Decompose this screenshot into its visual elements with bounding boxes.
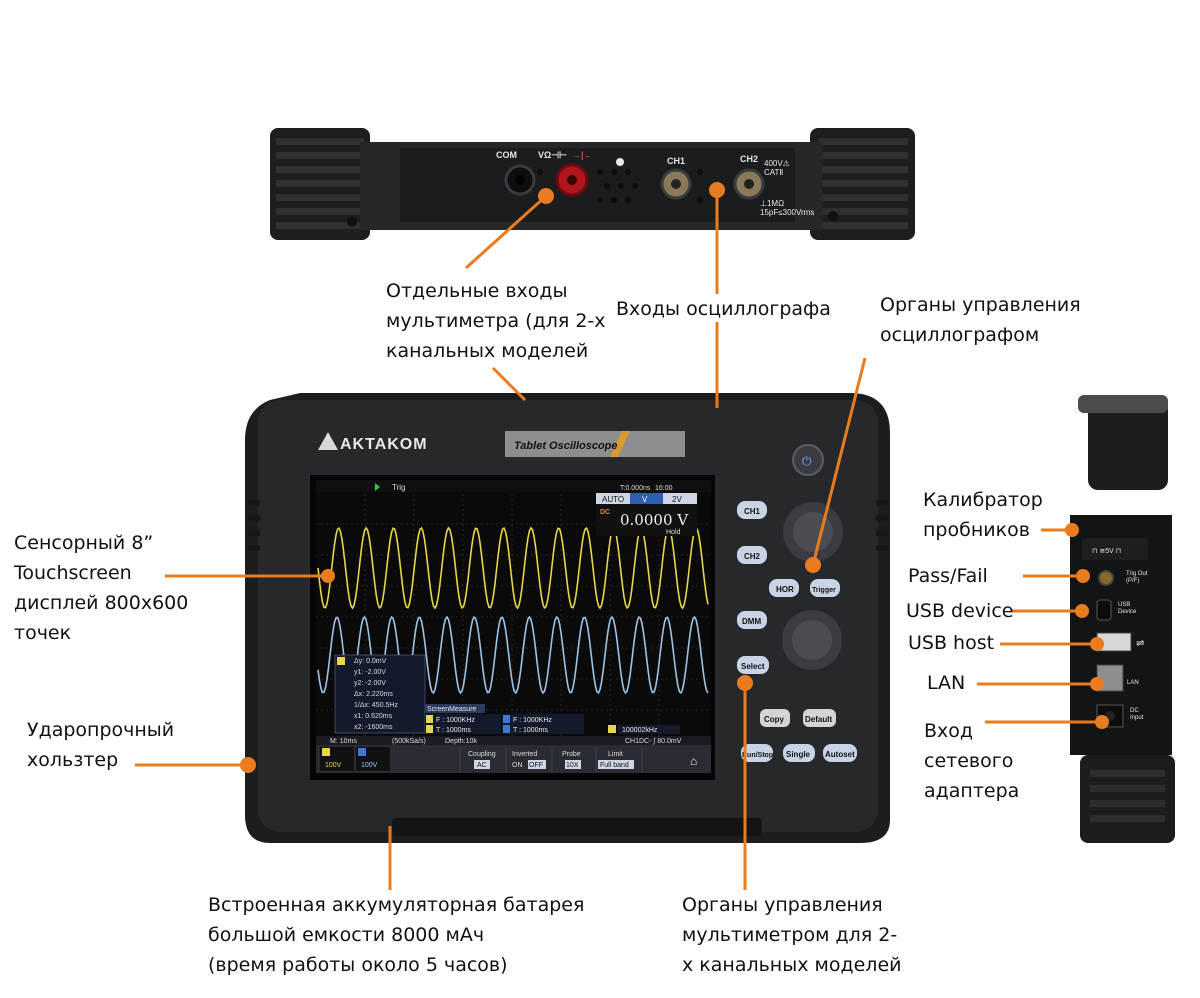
- measure-t1: T : 1000ms: [436, 727, 471, 734]
- menu-ch1-val: 100V: [325, 762, 342, 769]
- top-ch1-label: CH1: [667, 156, 685, 166]
- side-trig-out: Trig Out(P/F): [1126, 571, 1148, 584]
- btn-ch1: CH1: [744, 507, 761, 516]
- cat-rating: 400V⚠CATⅡ: [764, 159, 790, 177]
- status-m: M: 10ms: [330, 738, 357, 745]
- btn-autoset: Autoset: [825, 750, 855, 759]
- oscilloscope-image: AKTAKOM Tablet Oscilloscope Trig T:0.000…: [245, 393, 890, 843]
- label-pass-fail: Pass/Fail: [908, 565, 988, 587]
- measure-f1: F : 1000KHz: [436, 717, 475, 724]
- menu-coupling: Coupling: [468, 751, 496, 758]
- dc-indicator: DC: [600, 509, 610, 516]
- cursor-y1: y1: -2.00V: [354, 669, 386, 676]
- menu-inv-on: ON: [512, 762, 523, 769]
- label-battery: Встроенная аккумуляторная батарея большо…: [208, 894, 585, 976]
- status-depth: Depth:10k: [445, 738, 477, 745]
- label-usb-host: USB host: [908, 632, 995, 654]
- callout-lines: [135, 190, 1097, 890]
- menu-probe: Probe: [562, 751, 581, 758]
- side-lan: LAN: [1127, 680, 1139, 686]
- btn-copy: Copy: [764, 715, 785, 724]
- label-scope-controls: Органы управления осциллографом: [880, 294, 1081, 346]
- btn-single: Single: [786, 750, 811, 759]
- btn-trigger: Trigger: [812, 587, 836, 594]
- ma-label: →|←: [572, 150, 593, 160]
- trig-status: Trig: [392, 483, 405, 492]
- btn-dmm: DMM: [742, 617, 761, 626]
- btn-ch2: CH2: [744, 552, 761, 561]
- label-scope-inputs: Входы осциллографа: [616, 298, 831, 320]
- measure-t2: T : 1000ms: [513, 727, 548, 734]
- btn-runstop: Run/Stop: [742, 752, 773, 759]
- label-power-input: Вход сетевого адаптера: [924, 720, 1020, 802]
- hold-indicator: Hold: [666, 529, 681, 536]
- label-multimeter-inputs: Отдельные входы мультиметра (для 2-х кан…: [386, 280, 606, 362]
- screen-measure-title: ScreenMeasure: [427, 706, 477, 713]
- com-label: COM: [496, 150, 517, 160]
- cursor-dy: Δy: 0.0mV: [354, 658, 387, 665]
- mode-2v: 2V: [672, 495, 682, 504]
- dmm-reading: 0.0000 V: [620, 511, 689, 529]
- power-icon: ⏻: [802, 454, 812, 468]
- menu-probe-val: 10X: [566, 762, 579, 769]
- home-icon: ⌂: [690, 754, 697, 768]
- brand-logo: AKTAKOM: [340, 436, 428, 453]
- cursor-y2: y2: -2.00V: [354, 680, 386, 687]
- cursor-inv: 1/Δx: 450.5Hz: [354, 702, 398, 709]
- label-touchscreen: Сенсорный 8” Touchscreen дисплей 800x600…: [14, 532, 189, 644]
- menu-limit-val: Full band: [600, 762, 629, 769]
- btn-hor: HOR: [776, 585, 794, 594]
- measure-freq: 100002kHz: [622, 727, 658, 734]
- btn-select: Select: [741, 662, 765, 671]
- menu-coupling-val: AC: [477, 762, 487, 769]
- menu-inv-off: OFF: [529, 762, 543, 769]
- menu-limit: Limit: [608, 751, 623, 758]
- clock: 16:00: [655, 485, 673, 492]
- label-lan: LAN: [927, 672, 966, 694]
- cursor-x1: x1: 0.620ms: [354, 713, 393, 720]
- label-usb-device: USB device: [906, 600, 1014, 622]
- cursor-dx: Δx: 2.220ms: [354, 691, 393, 698]
- measure-f2: F : 1000KHz: [513, 717, 552, 724]
- callout-dots: [240, 182, 1109, 773]
- time-offset: T:0.000ns: [620, 485, 651, 492]
- menu-ch2-val: 100V: [361, 762, 378, 769]
- calib-symbol: ⊓ ≅5V ⊓: [1092, 548, 1121, 555]
- status-rate: (500kSa/s): [392, 738, 426, 745]
- menu-inverted: Inverted: [512, 751, 537, 758]
- mode-v: V: [642, 495, 648, 504]
- vohm-label: VΩ⊣⊢: [538, 150, 567, 160]
- usb-symbol-icon: ⇌: [1136, 638, 1144, 649]
- top-ch2-label: CH2: [740, 154, 758, 164]
- label-calibrator: Калибратор пробников: [923, 489, 1043, 541]
- model-label: Tablet Oscilloscope: [514, 440, 618, 452]
- svg-text:Δy: 0.0mV y1: -2.00V: Δy: 0.0mV y1: -2.00V y2: -2.00V Δx: 2.22…: [354, 658, 400, 731]
- cursor-x2: x2: -1600ms: [354, 724, 393, 731]
- mode-auto: AUTO: [602, 495, 624, 504]
- status-ch1: CH1DC- ∫ 80.0mV: [625, 738, 682, 745]
- label-dmm-controls: Органы управления мультиметром для 2- х …: [682, 894, 902, 976]
- hw-buttons: CH1 CH2 HOR Trigger DMM Select Copy Defa…: [737, 501, 857, 762]
- btn-default: Default: [805, 715, 832, 724]
- label-holster: Ударопрочный хользтер: [27, 719, 175, 771]
